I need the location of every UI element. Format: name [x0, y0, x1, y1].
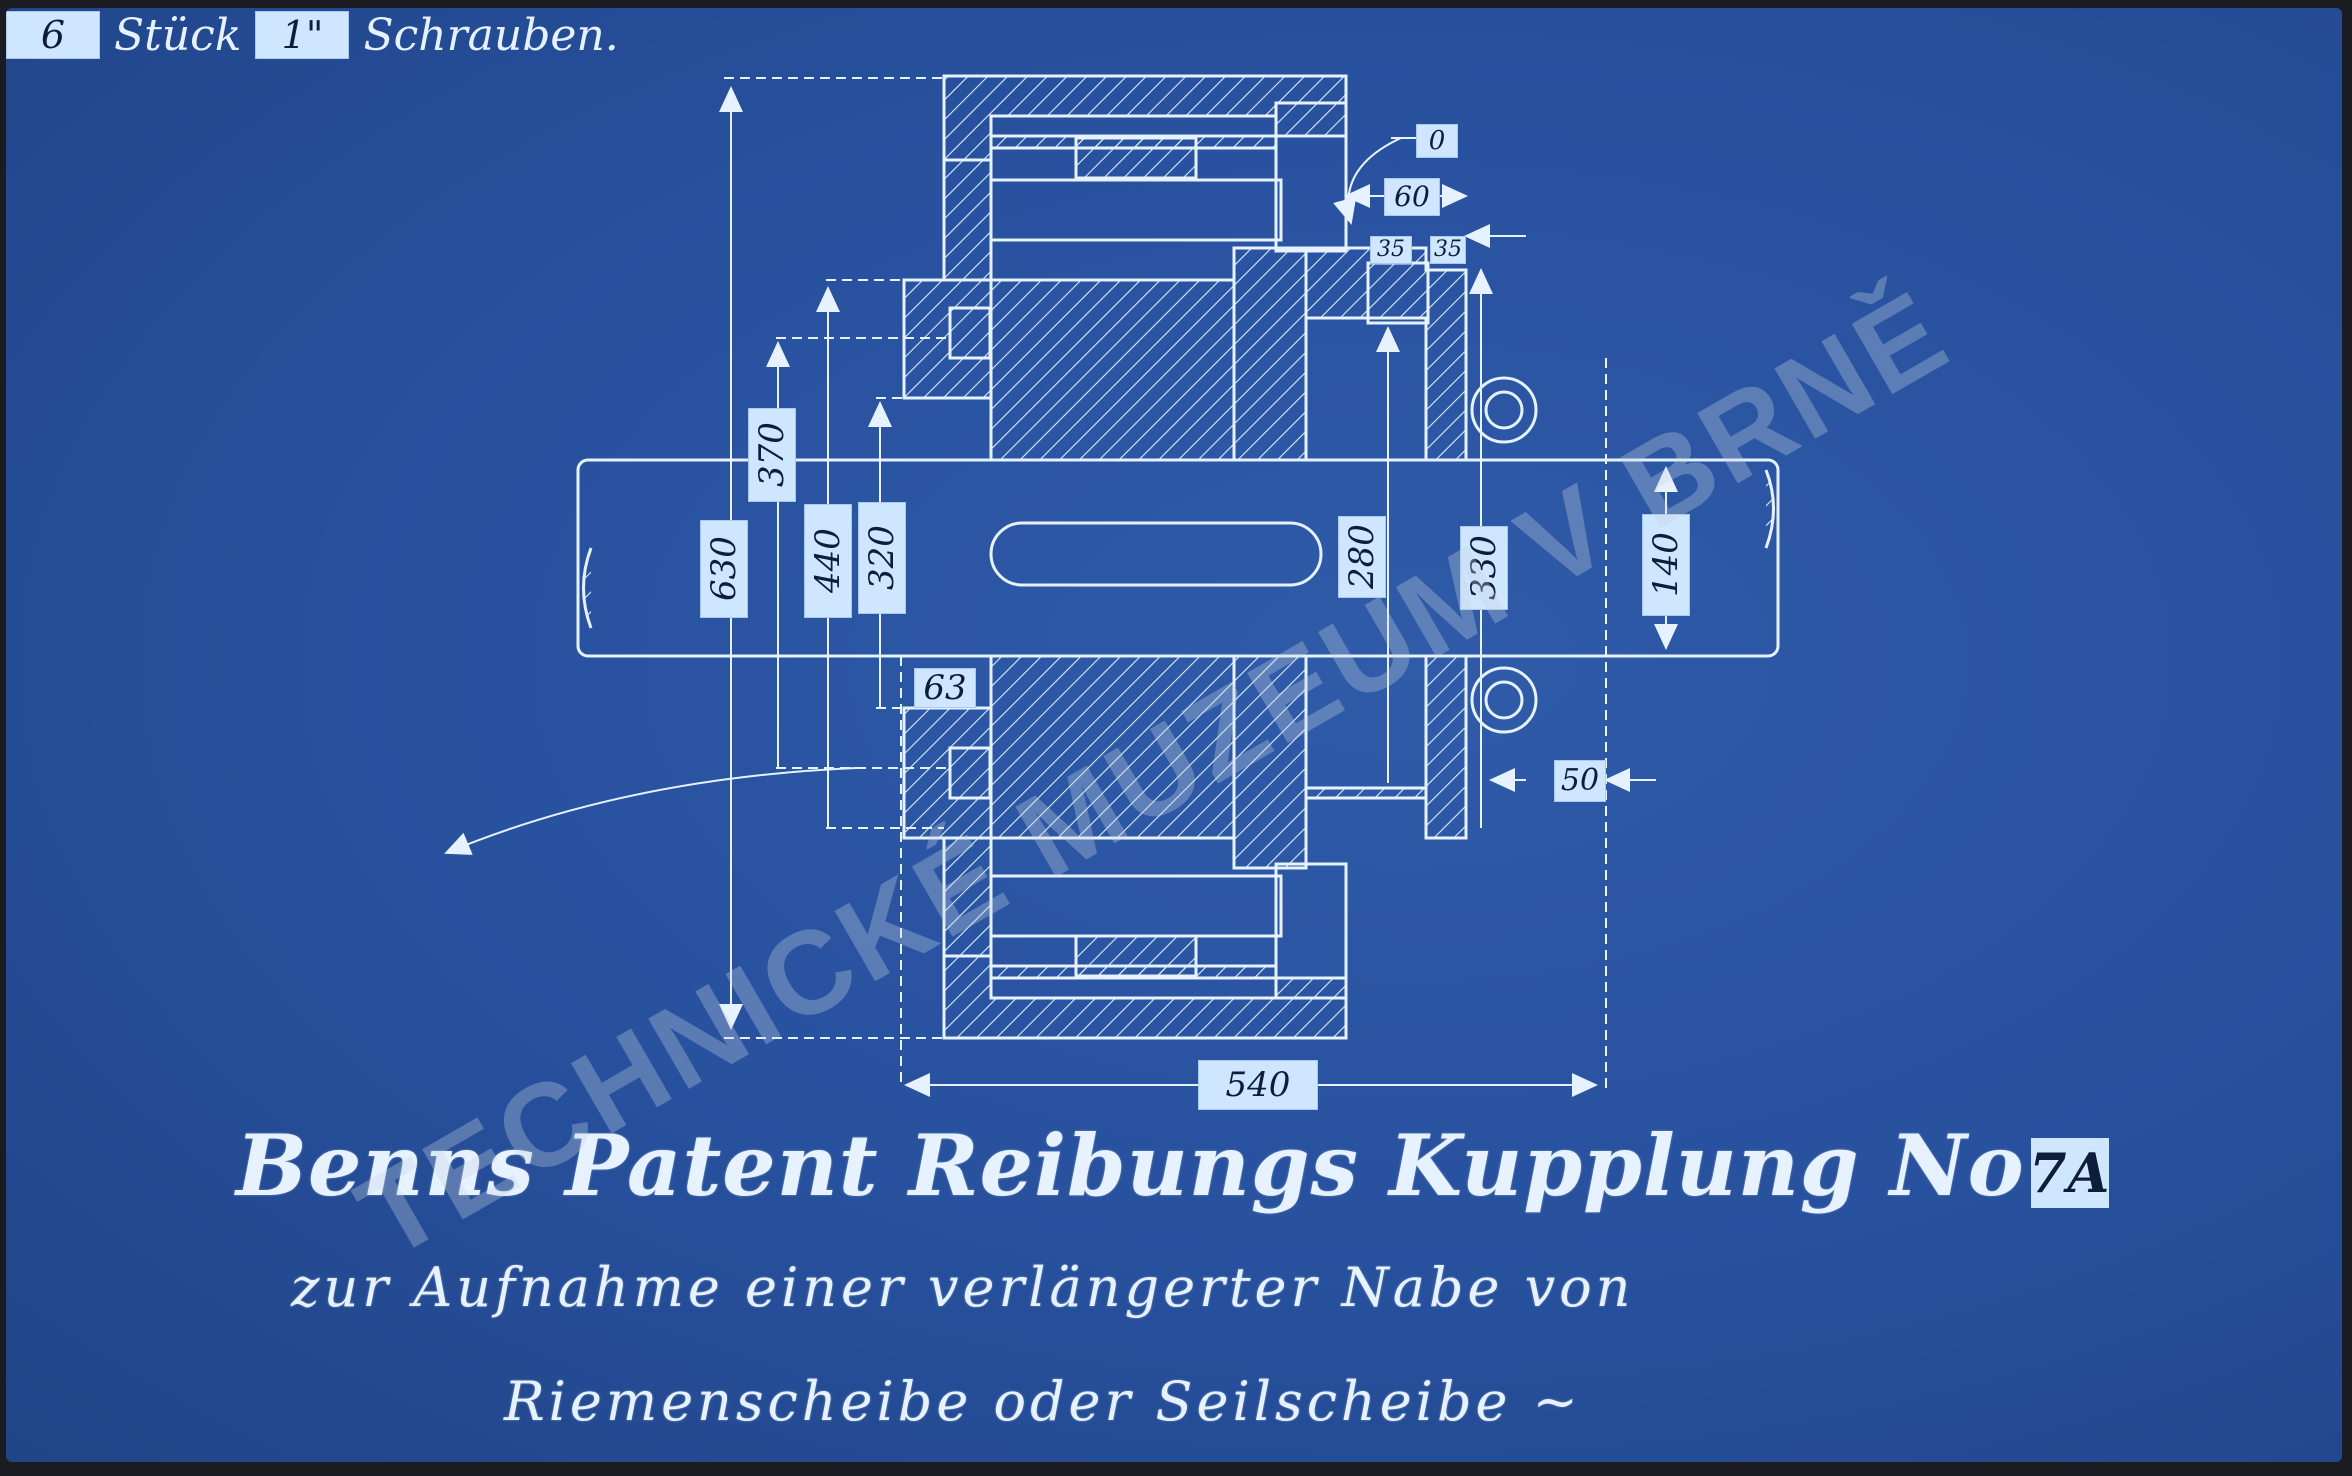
blueprint-sheet: 630 370 440 320 280 330 140 63 540 60 35… [6, 8, 2342, 1462]
hub-upper [989, 278, 1236, 462]
dim-63: 63 [914, 668, 976, 708]
subtitle-line-1: zur Aufnahme einer verlängerter Nabe von [291, 1256, 1635, 1319]
title-text: Benns Patent Reibungs Kupplung No [236, 1116, 2025, 1215]
coupling-section-drawing [444, 74, 1780, 1097]
dim-330: 330 [1460, 526, 1508, 610]
dim-540: 540 [1198, 1060, 1318, 1110]
drawing-title: Benns Patent Reibungs Kupplung No7A [236, 1116, 2109, 1215]
dim-35a: 35 [1370, 236, 1412, 264]
flange-lower [1304, 654, 1468, 840]
screw-schrauben: Schrauben. [363, 9, 619, 61]
dim-0: 0 [1416, 124, 1458, 158]
dim-35b: 35 [1430, 236, 1466, 264]
screw-stueck: Stück [114, 9, 242, 61]
model-number: 7A [2029, 1138, 2109, 1208]
subtitle-line-2: Riemenscheibe oder Seilscheibe ~ [504, 1370, 1582, 1433]
hub-lower [989, 654, 1236, 840]
screw-note: 6 Stück 1" Schrauben. [6, 8, 2342, 62]
flange-upper [1304, 246, 1468, 462]
dim-140: 140 [1642, 514, 1690, 616]
dim-630: 630 [700, 520, 748, 618]
dim-370: 370 [748, 408, 796, 502]
collar-ring-upper [1470, 376, 1538, 444]
dim-60: 60 [1384, 178, 1440, 216]
keyway-slot [989, 521, 1323, 587]
screw-size: 1" [255, 11, 350, 59]
dim-50: 50 [1554, 760, 1606, 802]
dim-320: 320 [858, 502, 906, 614]
screw-count: 6 [6, 11, 100, 59]
collar-ring-lower [1470, 666, 1538, 734]
dim-280: 280 [1338, 516, 1386, 598]
dim-440: 440 [804, 504, 852, 618]
